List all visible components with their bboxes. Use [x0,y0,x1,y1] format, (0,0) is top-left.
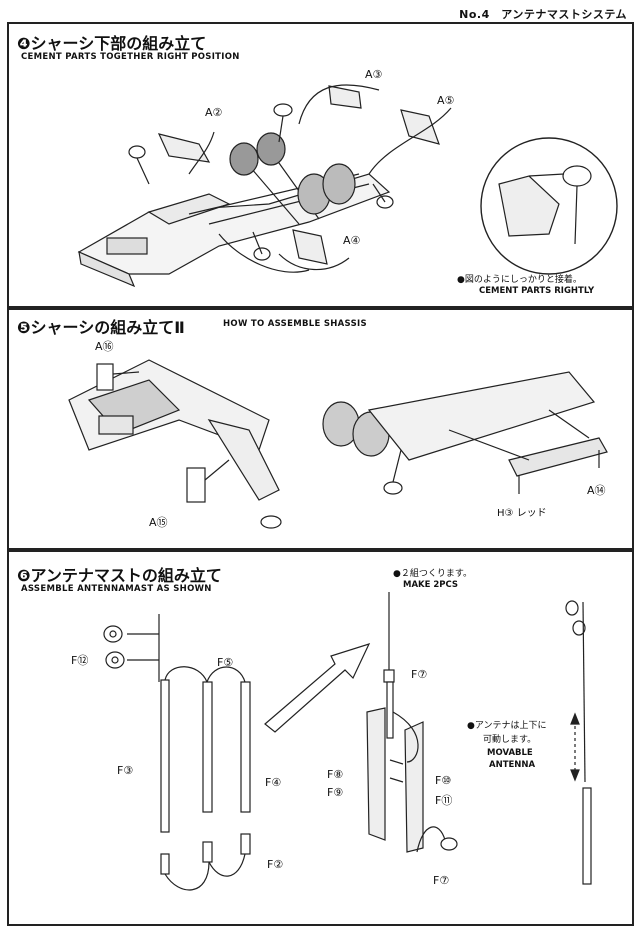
part-label-f3: F③ [117,764,134,777]
step4-chassis-illustration [77,84,618,288]
movable-note-jp-2: 可動します。 [483,735,537,745]
part-label-a2: A② [205,106,223,119]
step4-panel: ❹シャーシ下部の組み立て CEMENT PARTS TOGETHER RIGHT… [7,22,634,308]
step6-subtitle: ASSEMBLE ANTENNAMAST AS SHOWN [21,584,212,594]
part-label-a14: A⑭ [587,484,606,497]
step6-panel: ❻アンテナマストの組み立て ASSEMBLE ANTENNAMAST AS SH… [7,550,634,926]
part-label-a3: A③ [365,68,383,81]
part-label-f4: F④ [265,776,282,789]
part-label-a15: A⑮ [149,516,168,529]
movable-note-en-2: ANTENNA [489,760,536,770]
part-label-f7-bottom: F⑦ [433,874,450,887]
part-label-f12: F⑫ [71,654,89,667]
part-label-f11: F⑪ [435,794,453,807]
step5-chassis-illustration [68,359,608,529]
part-label-a4: A④ [343,234,361,247]
part-label-f9: F⑨ [327,786,344,799]
step6-make-jp: ●２組つくります。 [393,569,472,579]
step6-make-en: MAKE 2PCS [403,580,459,590]
page-header: No.4 アンテナマストシステム [459,8,627,21]
part-label-f7-top: F⑦ [411,668,428,681]
step4-note-en: CEMENT PARTS RIGHTLY [479,286,595,296]
step5-panel: ❺シャーシの組み立てⅡ HOW TO ASSEMBLE SHASSIS [7,308,634,550]
movable-note-jp-1: ●アンテナは上下に [467,721,547,731]
part-label-f5: F⑤ [217,656,234,669]
step5-subtitle: HOW TO ASSEMBLE SHASSIS [223,319,367,329]
step4-subtitle: CEMENT PARTS TOGETHER RIGHT POSITION [21,52,240,62]
part-label-f2: F② [267,858,284,871]
part-label-f8: F⑧ [327,768,344,781]
step4-note-jp: ●図のようにしっかりと接着。 [457,275,582,285]
part-label-h3: H③ レッド [497,508,547,519]
part-label-a5: A⑤ [437,94,455,107]
part-label-a16: A⑯ [95,340,114,353]
step6-antenna-illustration [103,592,592,891]
step4-title: ❹シャーシ下部の組み立て [17,34,207,53]
part-label-f10: F⑩ [435,774,452,787]
step5-title: ❺シャーシの組み立てⅡ [17,318,185,337]
movable-note-en-1: MOVABLE [487,748,533,758]
step6-title: ❻アンテナマストの組み立て [17,566,222,585]
